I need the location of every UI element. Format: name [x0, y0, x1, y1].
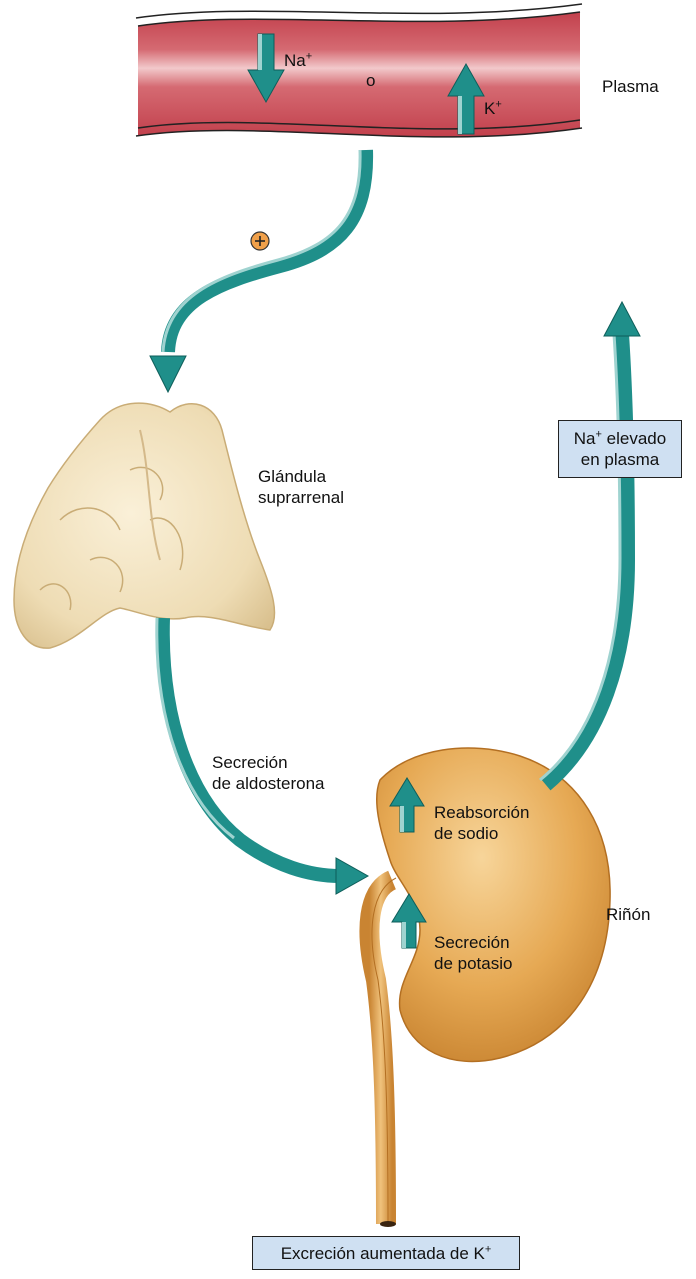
- potassium-secretion-label: Secreción de potasio: [434, 932, 512, 974]
- na-symbol: Na: [574, 429, 596, 448]
- potassium-excretion-box: Excreción aumentada de K+: [252, 1236, 520, 1270]
- return-arrow-icon: [540, 302, 640, 785]
- elevated-sodium-line2: en plasma: [559, 449, 681, 470]
- reabsorption-line2: de sodio: [434, 823, 529, 844]
- adrenal-gland-label: Glándula suprarrenal: [258, 466, 344, 508]
- blood-vessel: [136, 4, 582, 137]
- sodium-reabsorption-label: Reabsorción de sodio: [434, 802, 529, 844]
- sodium-symbol: Na: [284, 51, 306, 70]
- elevated-sodium-line1: Na+ elevado: [559, 428, 681, 449]
- plasma-potassium-label: K+: [484, 98, 502, 119]
- secretion-label-line1: Secreción: [212, 752, 324, 773]
- na-rest: elevado: [602, 429, 666, 448]
- potassium-symbol: K: [484, 99, 495, 118]
- stimulus-plus-icon: [251, 232, 269, 250]
- adrenal-gland-illustration: [14, 403, 275, 648]
- potassium-excretion-charge: +: [485, 1243, 491, 1255]
- reabsorption-line1: Reabsorción: [434, 802, 529, 823]
- plasma-connector-text: o: [366, 70, 375, 91]
- plasma-label: Plasma: [602, 76, 659, 97]
- adrenal-label-line1: Glándula: [258, 466, 344, 487]
- aldosterone-secretion-label: Secreción de aldosterona: [212, 752, 324, 794]
- kidney-label: Riñón: [606, 904, 650, 925]
- stimulation-arrow-icon: [150, 150, 366, 392]
- k-secretion-line2: de potasio: [434, 953, 512, 974]
- k-secretion-line1: Secreción: [434, 932, 512, 953]
- potassium-charge: +: [495, 98, 501, 110]
- plasma-sodium-label: Na+: [284, 50, 312, 71]
- elevated-sodium-box: Na+ elevado en plasma: [558, 420, 682, 478]
- secretion-label-line2: de aldosterona: [212, 773, 324, 794]
- adrenal-label-line2: suprarrenal: [258, 487, 344, 508]
- potassium-excretion-text: Excreción aumentada de K: [281, 1244, 485, 1263]
- sodium-charge: +: [306, 50, 312, 62]
